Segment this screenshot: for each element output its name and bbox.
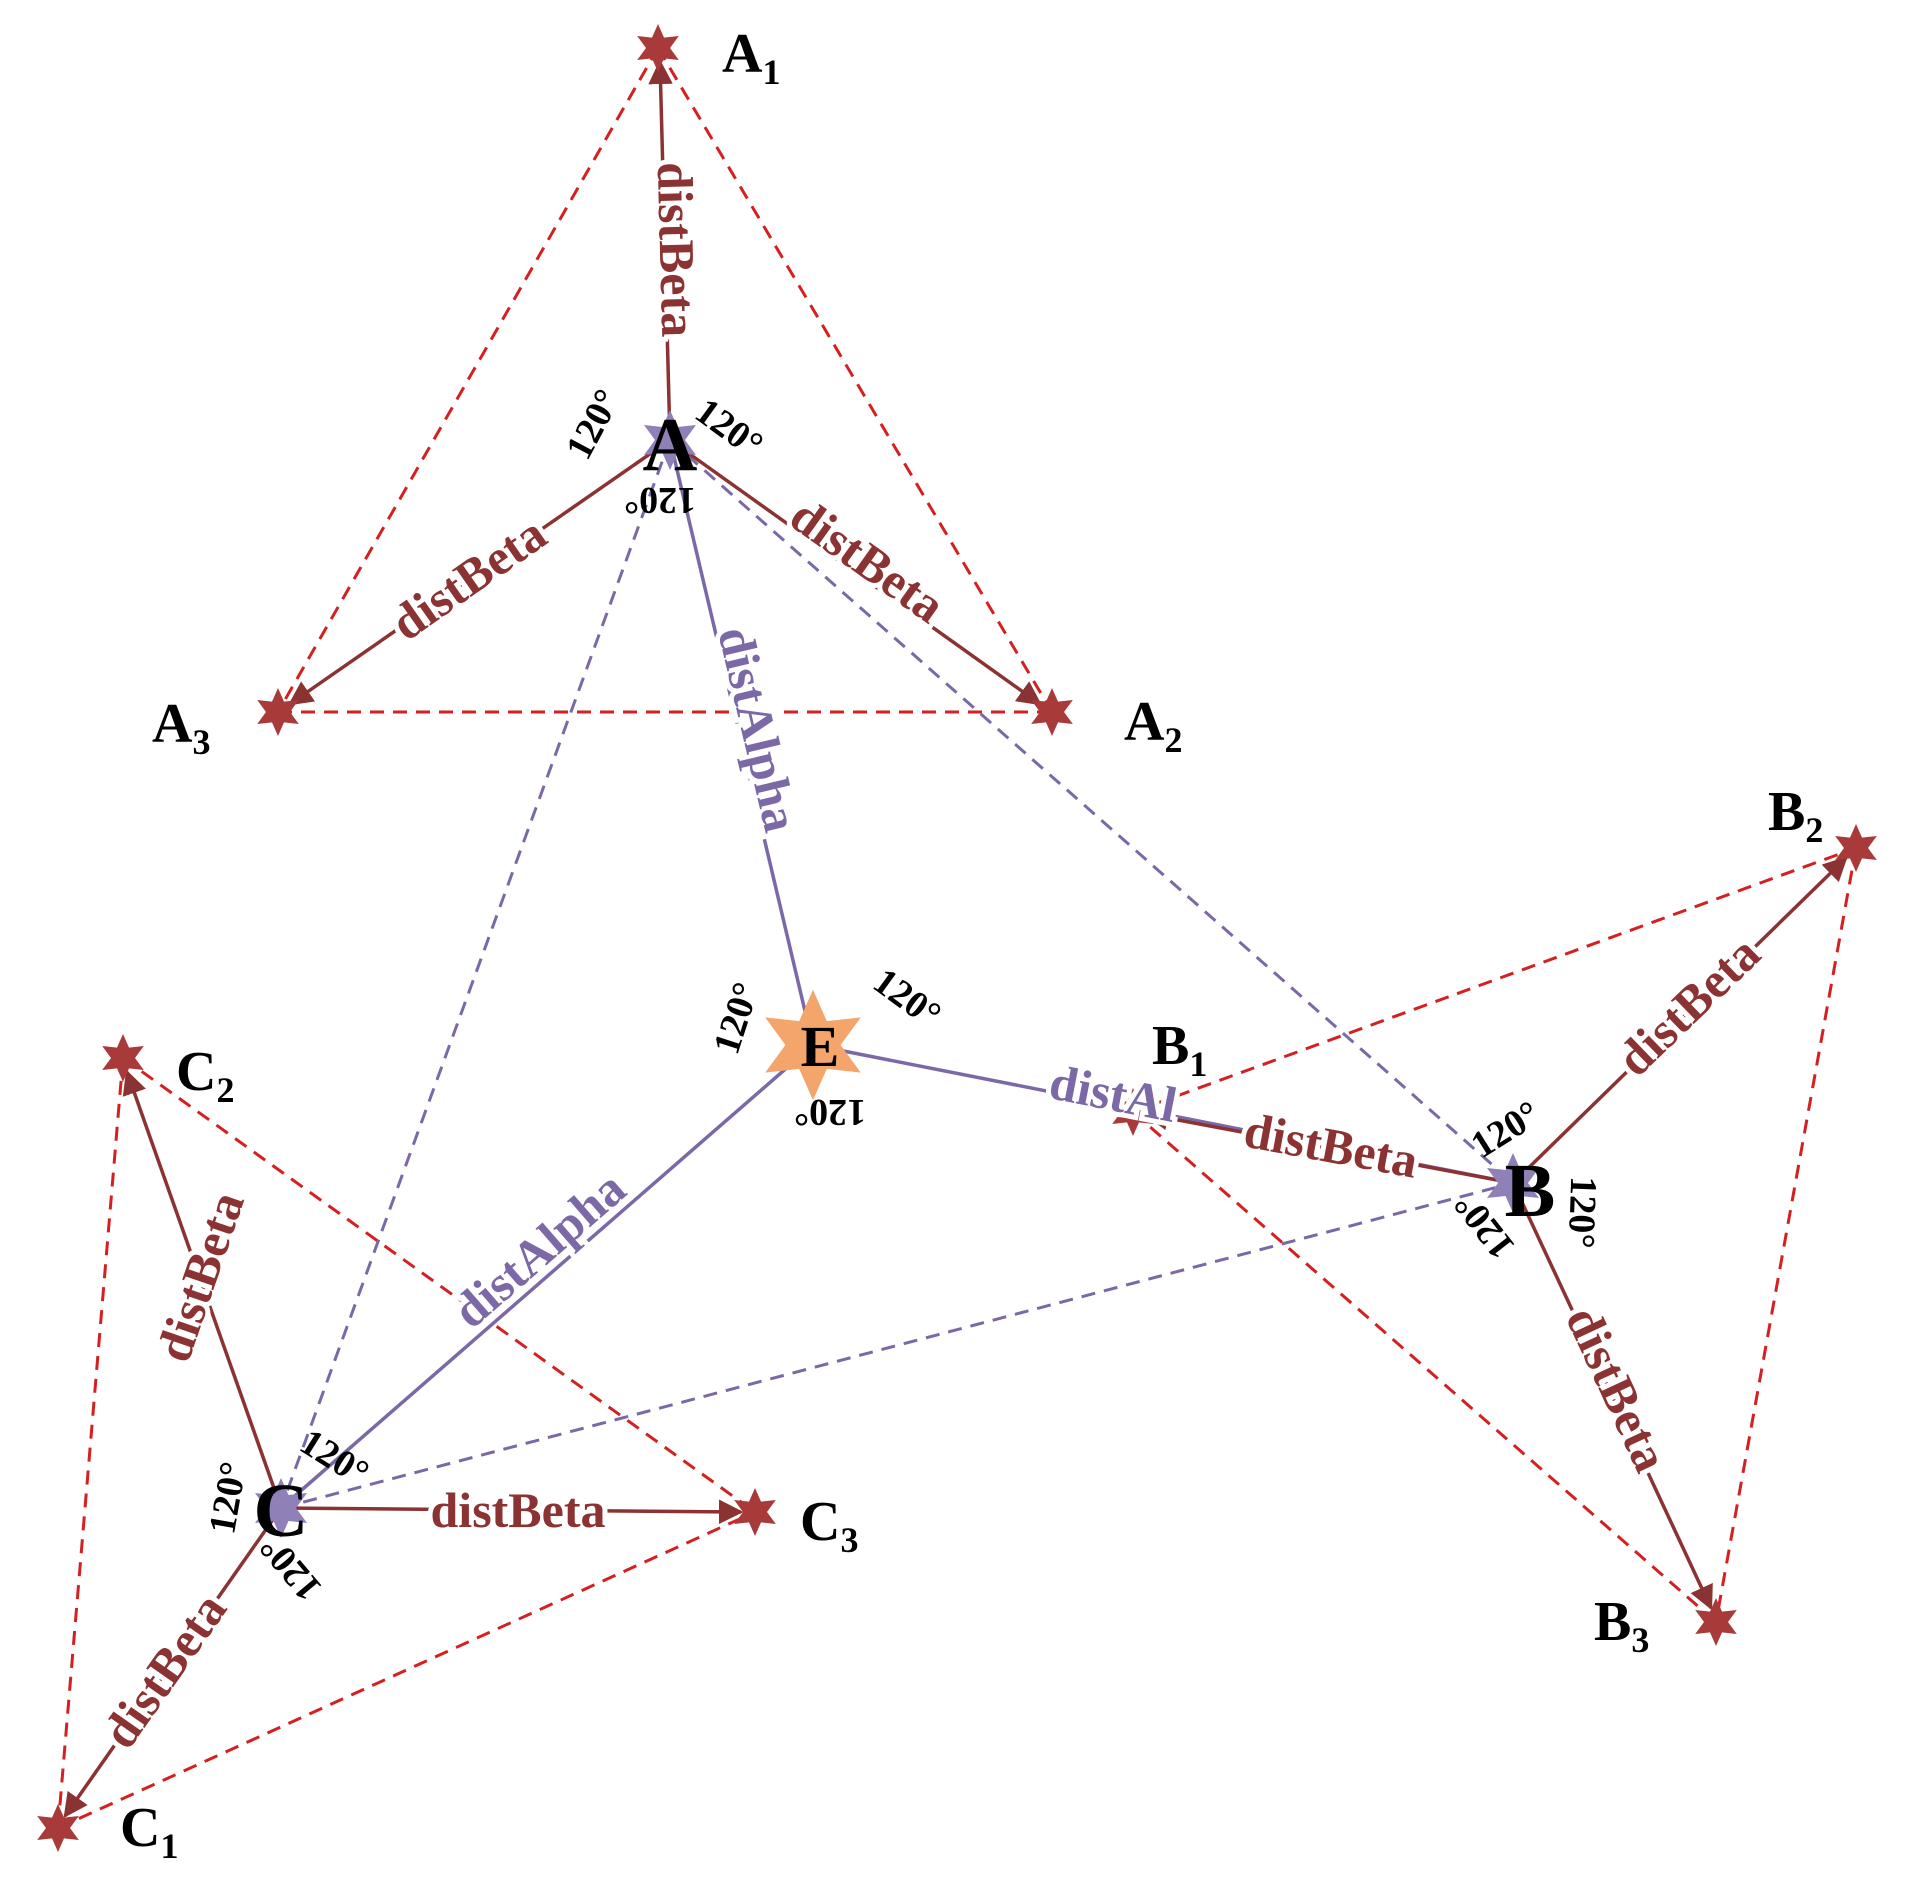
angle-label: 120° — [794, 1091, 866, 1133]
edge-label-beta-c2: distBeta — [145, 1185, 255, 1369]
angle-label: 120° — [688, 390, 771, 466]
beta-edge-labels: distBeta distBeta distBeta distBeta dist… — [86, 156, 1776, 1763]
edge-label-beta-b2: distBeta — [1606, 925, 1771, 1087]
point-label-a1: A1 — [722, 23, 780, 92]
point-label-b2: B2 — [1768, 781, 1823, 850]
point-label-b3: B3 — [1594, 1591, 1649, 1660]
edge-label-beta-a2: distBeta — [780, 487, 955, 634]
point-label-b1: B1 — [1152, 1015, 1207, 1084]
angle-label: 120° — [558, 383, 629, 466]
edge-label-beta-c1: distBeta — [91, 1583, 237, 1758]
angle-label: 120° — [705, 977, 767, 1059]
angle-label: 120° — [624, 479, 696, 521]
triangle-b-outline — [1132, 846, 1858, 1624]
center-labels: A B C E — [254, 403, 1556, 1553]
edge-label-beta-c3: distBeta — [431, 1482, 606, 1538]
point-label-a3: A3 — [152, 693, 210, 762]
star-icon — [37, 1804, 79, 1852]
beta-edges — [63, 59, 1848, 1819]
angle-label: 120° — [1560, 1176, 1604, 1250]
triangle-c-outline — [56, 1056, 756, 1830]
alpha-edge-labels: distAlpha distAlpha distAl — [437, 616, 1187, 1343]
edge-label-alpha-ce: distAlpha — [442, 1160, 636, 1339]
edge-label-beta-b1: distBeta — [1240, 1102, 1422, 1189]
node-label-a: A — [643, 403, 698, 487]
centers-triangle-outline — [279, 438, 1514, 1510]
angle-label: 120° — [201, 1459, 255, 1537]
star-icon — [102, 1034, 144, 1082]
point-label-c1: C1 — [120, 1797, 178, 1866]
node-label-c: C — [254, 1469, 309, 1553]
triangle-a-outline — [276, 47, 1054, 714]
node-label-b: B — [1505, 1149, 1556, 1233]
star-icon — [257, 688, 299, 736]
star-icon — [1695, 1598, 1737, 1646]
edge-label-beta-a1: distBeta — [647, 161, 708, 337]
point-labels: A1 A2 A3 B1 B2 B3 C1 C2 C3 — [120, 23, 1823, 1866]
point-label-a2: A2 — [1124, 691, 1182, 760]
edge-label-beta-a3: distBeta — [381, 505, 556, 651]
point-label-c2: C2 — [176, 1041, 234, 1110]
angle-label: 120° — [866, 960, 949, 1036]
node-label-e: E — [801, 1014, 840, 1079]
point-label-c3: C3 — [800, 1491, 858, 1560]
star-icon — [637, 24, 679, 72]
edge-label-beta-b3: distBeta — [1555, 1298, 1680, 1480]
edge-label-alpha-ae: distAlpha — [707, 621, 809, 837]
